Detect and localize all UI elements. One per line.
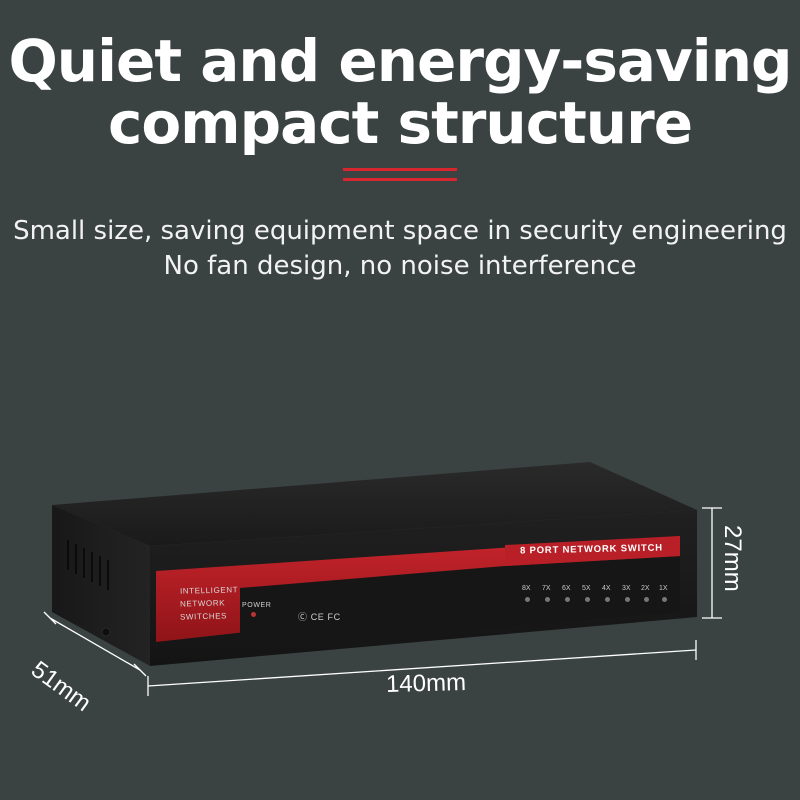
port-led-7-icon [545,597,550,602]
front-port-area [240,556,680,648]
accent-divider-top [343,168,457,171]
device-top-surface [52,462,697,546]
dimension-lines [43,507,722,696]
port-label-6: 6X [562,585,571,592]
port-led-4-icon [605,597,610,602]
port-led-8-icon [525,597,530,602]
certification-marks: Ⓒ CE FC [298,612,341,622]
subtitle-line-1: Small size, saving equipment space in se… [13,216,787,246]
subtitle-line-2: No fan design, no noise interference [163,251,637,281]
headline-line-2: compact structure [107,89,693,157]
port-label-8: 8X [522,585,531,592]
brand-text-line-1: INTELLIGENT [179,585,239,596]
port-label-7: 7X [542,585,551,592]
brand-text-line-2: NETWORK [179,598,226,609]
power-led-icon [251,612,256,617]
height-dimension-label: 27mm [719,525,746,592]
port-label-3: 3X [622,585,631,592]
port-label-4: 4X [602,585,611,592]
width-dimension-label: 140mm [385,668,467,699]
power-label: POWER [242,602,272,609]
port-led-5-icon [585,597,590,602]
accent-divider-bottom [343,178,457,181]
model-label-stripe [505,536,680,566]
port-led-2-icon [644,597,649,602]
headline-line-1: Quiet and energy-saving [8,27,793,95]
port-label-5: 5X [582,585,591,592]
brand-text-line-3: SWITCHES [179,611,228,622]
port-led-6-icon [565,597,570,602]
port-led-1-icon [662,597,667,602]
port-led-3-icon [625,597,630,602]
port-label-2: 2X [641,585,650,592]
vent-slots [67,540,109,590]
port-label-1: 1X [659,585,668,592]
side-screw-icon [101,627,111,637]
